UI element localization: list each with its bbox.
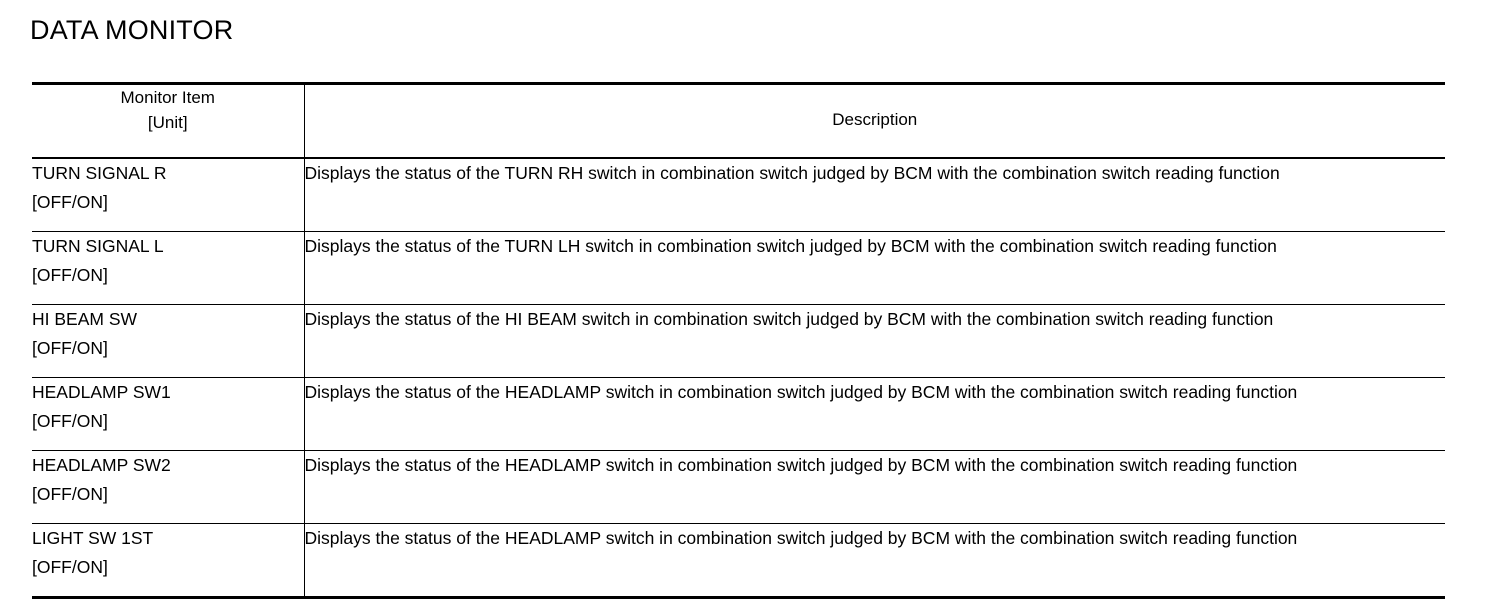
- monitor-item-unit: [OFF/ON]: [32, 191, 108, 212]
- description-cell: Displays the status of the TURN RH switc…: [304, 157, 1445, 232]
- column-header-description: Description: [304, 82, 1445, 159]
- description-cell: Displays the status of the HEADLAMP swit…: [304, 523, 1445, 599]
- monitor-item-cell: HEADLAMP SW2 [OFF/ON]: [32, 450, 305, 524]
- monitor-item-unit: [OFF/ON]: [32, 556, 108, 577]
- table-body: TURN SIGNAL R [OFF/ON] Displays the stat…: [32, 157, 1445, 599]
- description-cell: Displays the status of the HI BEAM switc…: [304, 304, 1445, 378]
- description-text: Displays the status of the HEADLAMP swit…: [304, 381, 1298, 402]
- column-header-unit-label: [Unit]: [147, 113, 188, 132]
- table-row: HI BEAM SW [OFF/ON] Displays the status …: [32, 304, 1445, 378]
- monitor-item-unit: [OFF/ON]: [32, 264, 108, 285]
- monitor-item-name: HEADLAMP SW1: [32, 381, 171, 402]
- monitor-item-name: TURN SIGNAL R: [32, 162, 167, 183]
- column-header-monitor-item: Monitor Item [Unit]: [32, 82, 305, 159]
- column-header-description-label: Description: [832, 110, 918, 129]
- description-cell: Displays the status of the TURN LH switc…: [304, 231, 1445, 305]
- description-text: Displays the status of the TURN LH switc…: [304, 235, 1277, 256]
- description-text: Displays the status of the HI BEAM switc…: [304, 308, 1274, 329]
- description-text: Displays the status of the HEADLAMP swit…: [304, 454, 1298, 475]
- table-row: LIGHT SW 1ST [OFF/ON] Displays the statu…: [32, 523, 1445, 599]
- column-header-monitor-item-label: Monitor Item: [120, 88, 215, 107]
- monitor-item-unit: [OFF/ON]: [32, 410, 108, 431]
- data-monitor-table: Monitor Item [Unit] Description TURN SIG…: [32, 82, 1445, 599]
- table-header: Monitor Item [Unit] Description: [32, 82, 1445, 159]
- monitor-item-name: HEADLAMP SW2: [32, 454, 171, 475]
- table-row: TURN SIGNAL R [OFF/ON] Displays the stat…: [32, 157, 1445, 232]
- description-cell: Displays the status of the HEADLAMP swit…: [304, 450, 1445, 524]
- description-text: Displays the status of the HEADLAMP swit…: [304, 527, 1298, 548]
- table-row: HEADLAMP SW1 [OFF/ON] Displays the statu…: [32, 377, 1445, 451]
- monitor-item-name: HI BEAM SW: [32, 308, 138, 329]
- monitor-item-cell: HI BEAM SW [OFF/ON]: [32, 304, 305, 378]
- monitor-item-cell: HEADLAMP SW1 [OFF/ON]: [32, 377, 305, 451]
- table-row: TURN SIGNAL L [OFF/ON] Displays the stat…: [32, 231, 1445, 305]
- monitor-item-unit: [OFF/ON]: [32, 483, 108, 504]
- monitor-item-cell: LIGHT SW 1ST [OFF/ON]: [32, 523, 305, 599]
- monitor-item-unit: [OFF/ON]: [32, 337, 108, 358]
- monitor-item-name: LIGHT SW 1ST: [32, 527, 154, 548]
- table-header-row: Monitor Item [Unit] Description: [32, 82, 1445, 159]
- monitor-item-cell: TURN SIGNAL R [OFF/ON]: [32, 157, 305, 232]
- monitor-item-name: TURN SIGNAL L: [32, 235, 164, 256]
- description-text: Displays the status of the TURN RH switc…: [304, 162, 1280, 183]
- description-cell: Displays the status of the HEADLAMP swit…: [304, 377, 1445, 451]
- monitor-item-cell: TURN SIGNAL L [OFF/ON]: [32, 231, 305, 305]
- table-row: HEADLAMP SW2 [OFF/ON] Displays the statu…: [32, 450, 1445, 524]
- page-title: DATA MONITOR: [30, 15, 234, 45]
